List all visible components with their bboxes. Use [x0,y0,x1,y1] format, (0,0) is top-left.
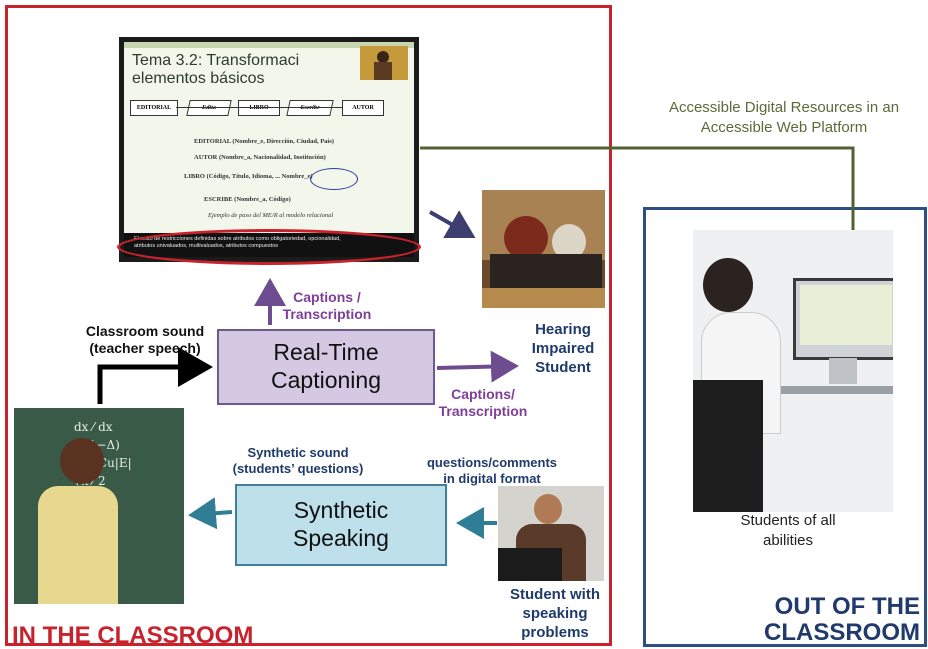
speaking-student-label: Student with speaking problems [510,586,600,641]
teacher-photo: dx ⁄ dx∫ (1−Δ)ε − Cu|E|√x ⁄ 2 [14,408,184,604]
monitor-stand-icon [829,358,857,384]
captions-to-student-label: Captions/ Transcription [438,386,528,419]
office-chair-icon [693,380,763,512]
remote-student-photo [693,230,893,512]
lecture-slide-screenshot: Tema 3.2: Transformaci elementos básicos… [119,37,419,262]
classroom-sound-label: Classroom sound (teacher speech) [85,323,205,356]
slide-relation-edita: Edita [186,100,232,116]
presenter-video-thumbnail [360,46,408,80]
presenter-body-icon [374,62,392,80]
slide-entity-editorial: EDITORIAL [130,100,178,116]
synthetic-speaking-box: Synthetic Speaking [235,484,447,566]
slide-header-bar [124,42,414,48]
classroom-region-title: IN THE CLASSROOM [12,622,254,649]
real-time-captioning-box: Real-Time Captioning [217,329,435,405]
monitor-slide-icon [800,285,892,345]
slide-annotation-circle [310,168,358,190]
teacher-head-icon [60,438,104,484]
speaking-student-head-icon [534,494,562,524]
arrow-slide-to-hearing-photo [429,210,476,238]
slide-entity-autor: AUTOR [342,100,384,116]
student-head-icon [504,216,548,260]
monitor-icon [793,278,893,360]
slide-entity-libro: LIBRO [238,100,280,116]
remote-student-head-icon [703,258,753,312]
outside-classroom-frame [643,207,927,647]
slide-caption: Ejemplo de paso del ME/R al modelo relac… [208,212,334,219]
slide-row-libro: LIBRO (Código, Título, Idioma, ... Nombr… [184,173,313,180]
classroom-frame [5,5,612,646]
laptop-icon [498,548,562,581]
hearing-impaired-student-label: Hearing Impaired Student [531,321,595,376]
slide-row-escribe: ESCRIBE (Nombre_a, Código) [204,196,291,203]
speaking-student-photo [498,486,604,581]
arrow-teacher-to-captioning [97,347,213,404]
desk-icon [482,288,605,308]
presenter-head-icon [377,51,389,63]
all-abilities-label: Students of all abilities [740,512,836,549]
synthetic-sound-label: Synthetic sound (students’ questions) [232,445,364,477]
slide-title: Tema 3.2: Transformaci elementos básicos [132,52,300,88]
accessible-web-platform-label: Accessible Digital Resources in an Acces… [668,99,900,137]
slide-relation-escribe: Escribe [286,100,334,116]
captions-to-slide-label: Captions / Transcription [282,289,372,322]
slide-row-autor: AUTOR (Nombre_a, Nacionalidad, Instituci… [194,154,326,161]
caption-highlight-ellipse [117,229,421,265]
slide-er-link [176,107,342,108]
slide-row-editorial: EDITORIAL (Nombre_e, Dirección, Ciudad, … [194,138,334,145]
teacher-body-icon [38,486,118,604]
questions-digital-label: questions/comments in digital format [426,455,558,487]
arrow-synthetic-to-teacher [188,497,233,530]
outside-region-title: OUT OF THE CLASSROOM [764,593,920,647]
arrow-captioning-to-student [436,350,519,383]
hearing-impaired-student-photo [482,190,605,308]
desk-surface-icon [781,386,893,394]
